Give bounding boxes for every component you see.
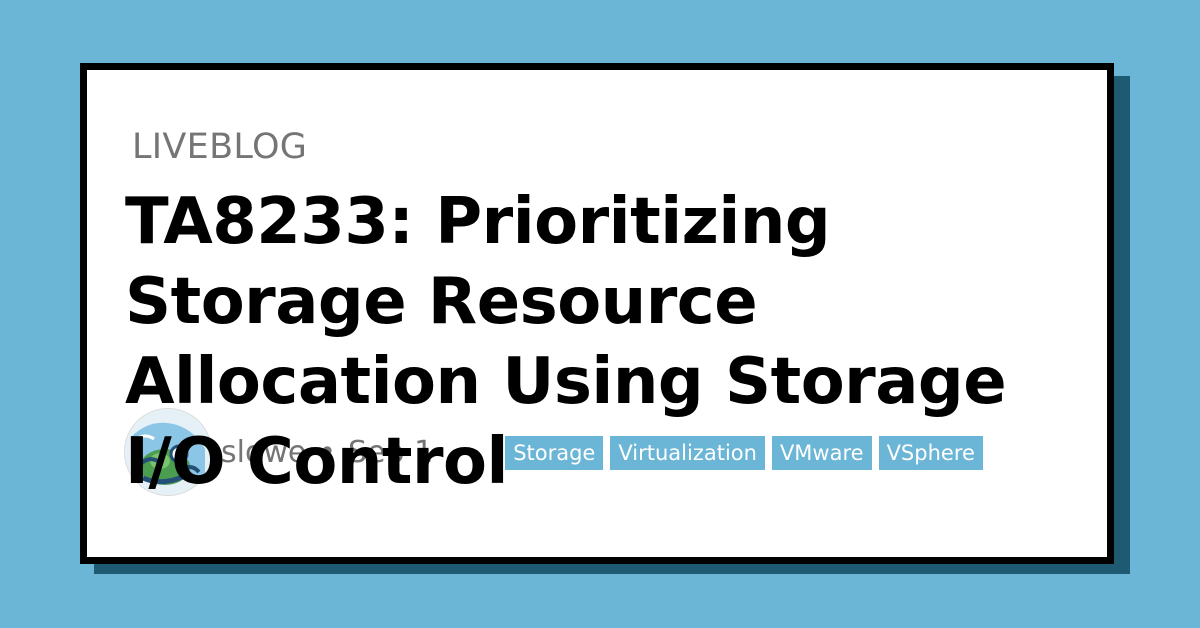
tag-list: Storage Virtualization VMware VSphere: [505, 436, 983, 470]
post-title: TA8233: Prioritizing Storage Resource Al…: [125, 185, 1007, 499]
author-avatar[interactable]: [125, 409, 211, 495]
post-card: LIVEBLOG slowe • Sep 1 Storage Virtualiz…: [80, 63, 1114, 564]
meta-separator: •: [318, 434, 337, 470]
tag-storage[interactable]: Storage: [505, 436, 604, 470]
post-date: Sep 1: [348, 434, 434, 470]
tag-virtualization[interactable]: Virtualization: [610, 436, 765, 470]
tag-vsphere[interactable]: VSphere: [878, 436, 983, 470]
post-meta: slowe • Sep 1 Storage Virtualization VMw…: [125, 408, 983, 496]
post-category-label: LIVEBLOG: [132, 127, 308, 167]
tag-vmware[interactable]: VMware: [771, 436, 872, 470]
avatar-cartoon-icon: [125, 409, 211, 495]
post-author[interactable]: slowe: [221, 434, 307, 470]
